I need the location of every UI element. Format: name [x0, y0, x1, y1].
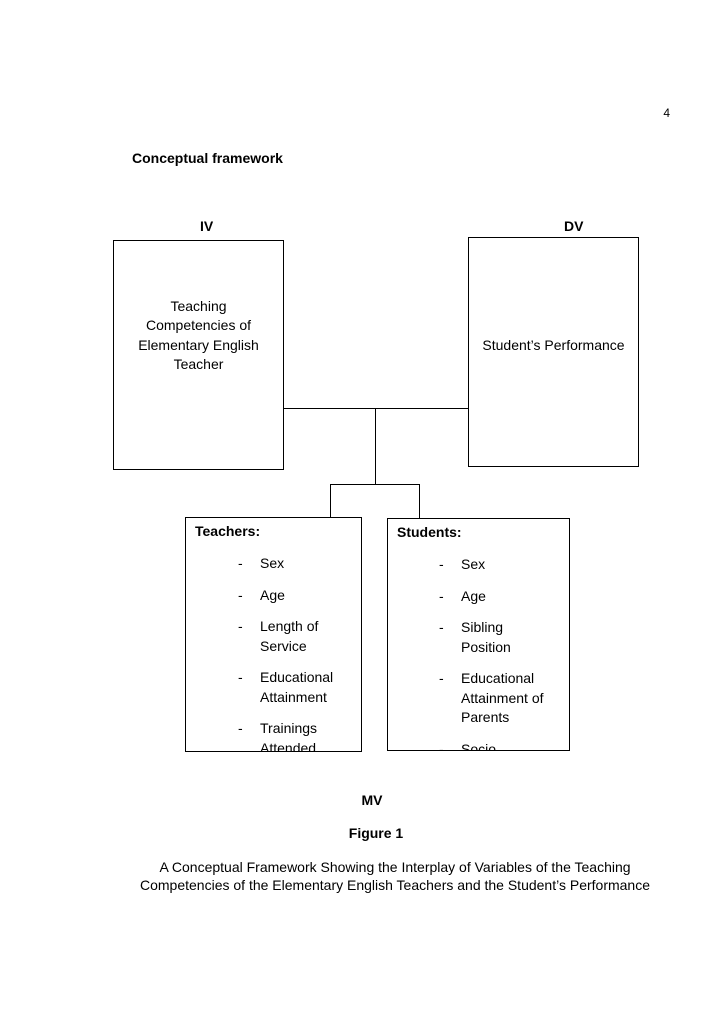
iv-box: Teaching Competencies of Elementary Engl… — [113, 240, 284, 470]
connector-branch — [330, 484, 420, 485]
dv-label: DV — [564, 218, 584, 234]
students-list: -Sex -Age -Sibling Position -Educational… — [439, 555, 554, 751]
list-item: -Sex — [238, 555, 285, 571]
list-item: -Age — [238, 586, 285, 603]
list-item: -Length of Service — [238, 618, 319, 654]
list-item: -Age — [439, 587, 486, 604]
connector-vertical — [375, 408, 376, 485]
list-item: -Educational Attainment of Parents — [439, 670, 544, 725]
students-box: Students: -Sex -Age -Sibling Position -E… — [387, 518, 570, 751]
students-title: Students: — [397, 524, 462, 540]
dv-box-text: Student’s Performance — [482, 336, 625, 353]
connector-horizontal — [284, 408, 468, 409]
list-item: -Sibling Position — [439, 619, 511, 655]
teachers-box: Teachers: -Sex -Age -Length of Service -… — [185, 517, 362, 752]
section-heading: Conceptual framework — [132, 150, 283, 166]
teachers-title: Teachers: — [195, 523, 261, 539]
connector-to-students — [419, 484, 420, 519]
mv-label: MV — [361, 792, 383, 808]
list-item: -Socio — [439, 740, 497, 751]
list-item: -Educational Attainment — [238, 669, 334, 705]
page-number: 4 — [663, 106, 670, 120]
dv-box: Student’s Performance — [468, 237, 639, 467]
figure-label: Figure 1 — [348, 825, 404, 841]
iv-box-text: Teaching Competencies of Elementary Engl… — [138, 297, 259, 373]
list-item: -Sex — [439, 556, 486, 572]
list-item: -Trainings Attended — [238, 720, 318, 752]
figure-caption: A Conceptual Framework Showing the Inter… — [140, 859, 650, 893]
teachers-list: -Sex -Age -Length of Service -Educationa… — [238, 554, 353, 752]
connector-to-teachers — [330, 484, 331, 518]
iv-label: IV — [200, 218, 214, 234]
